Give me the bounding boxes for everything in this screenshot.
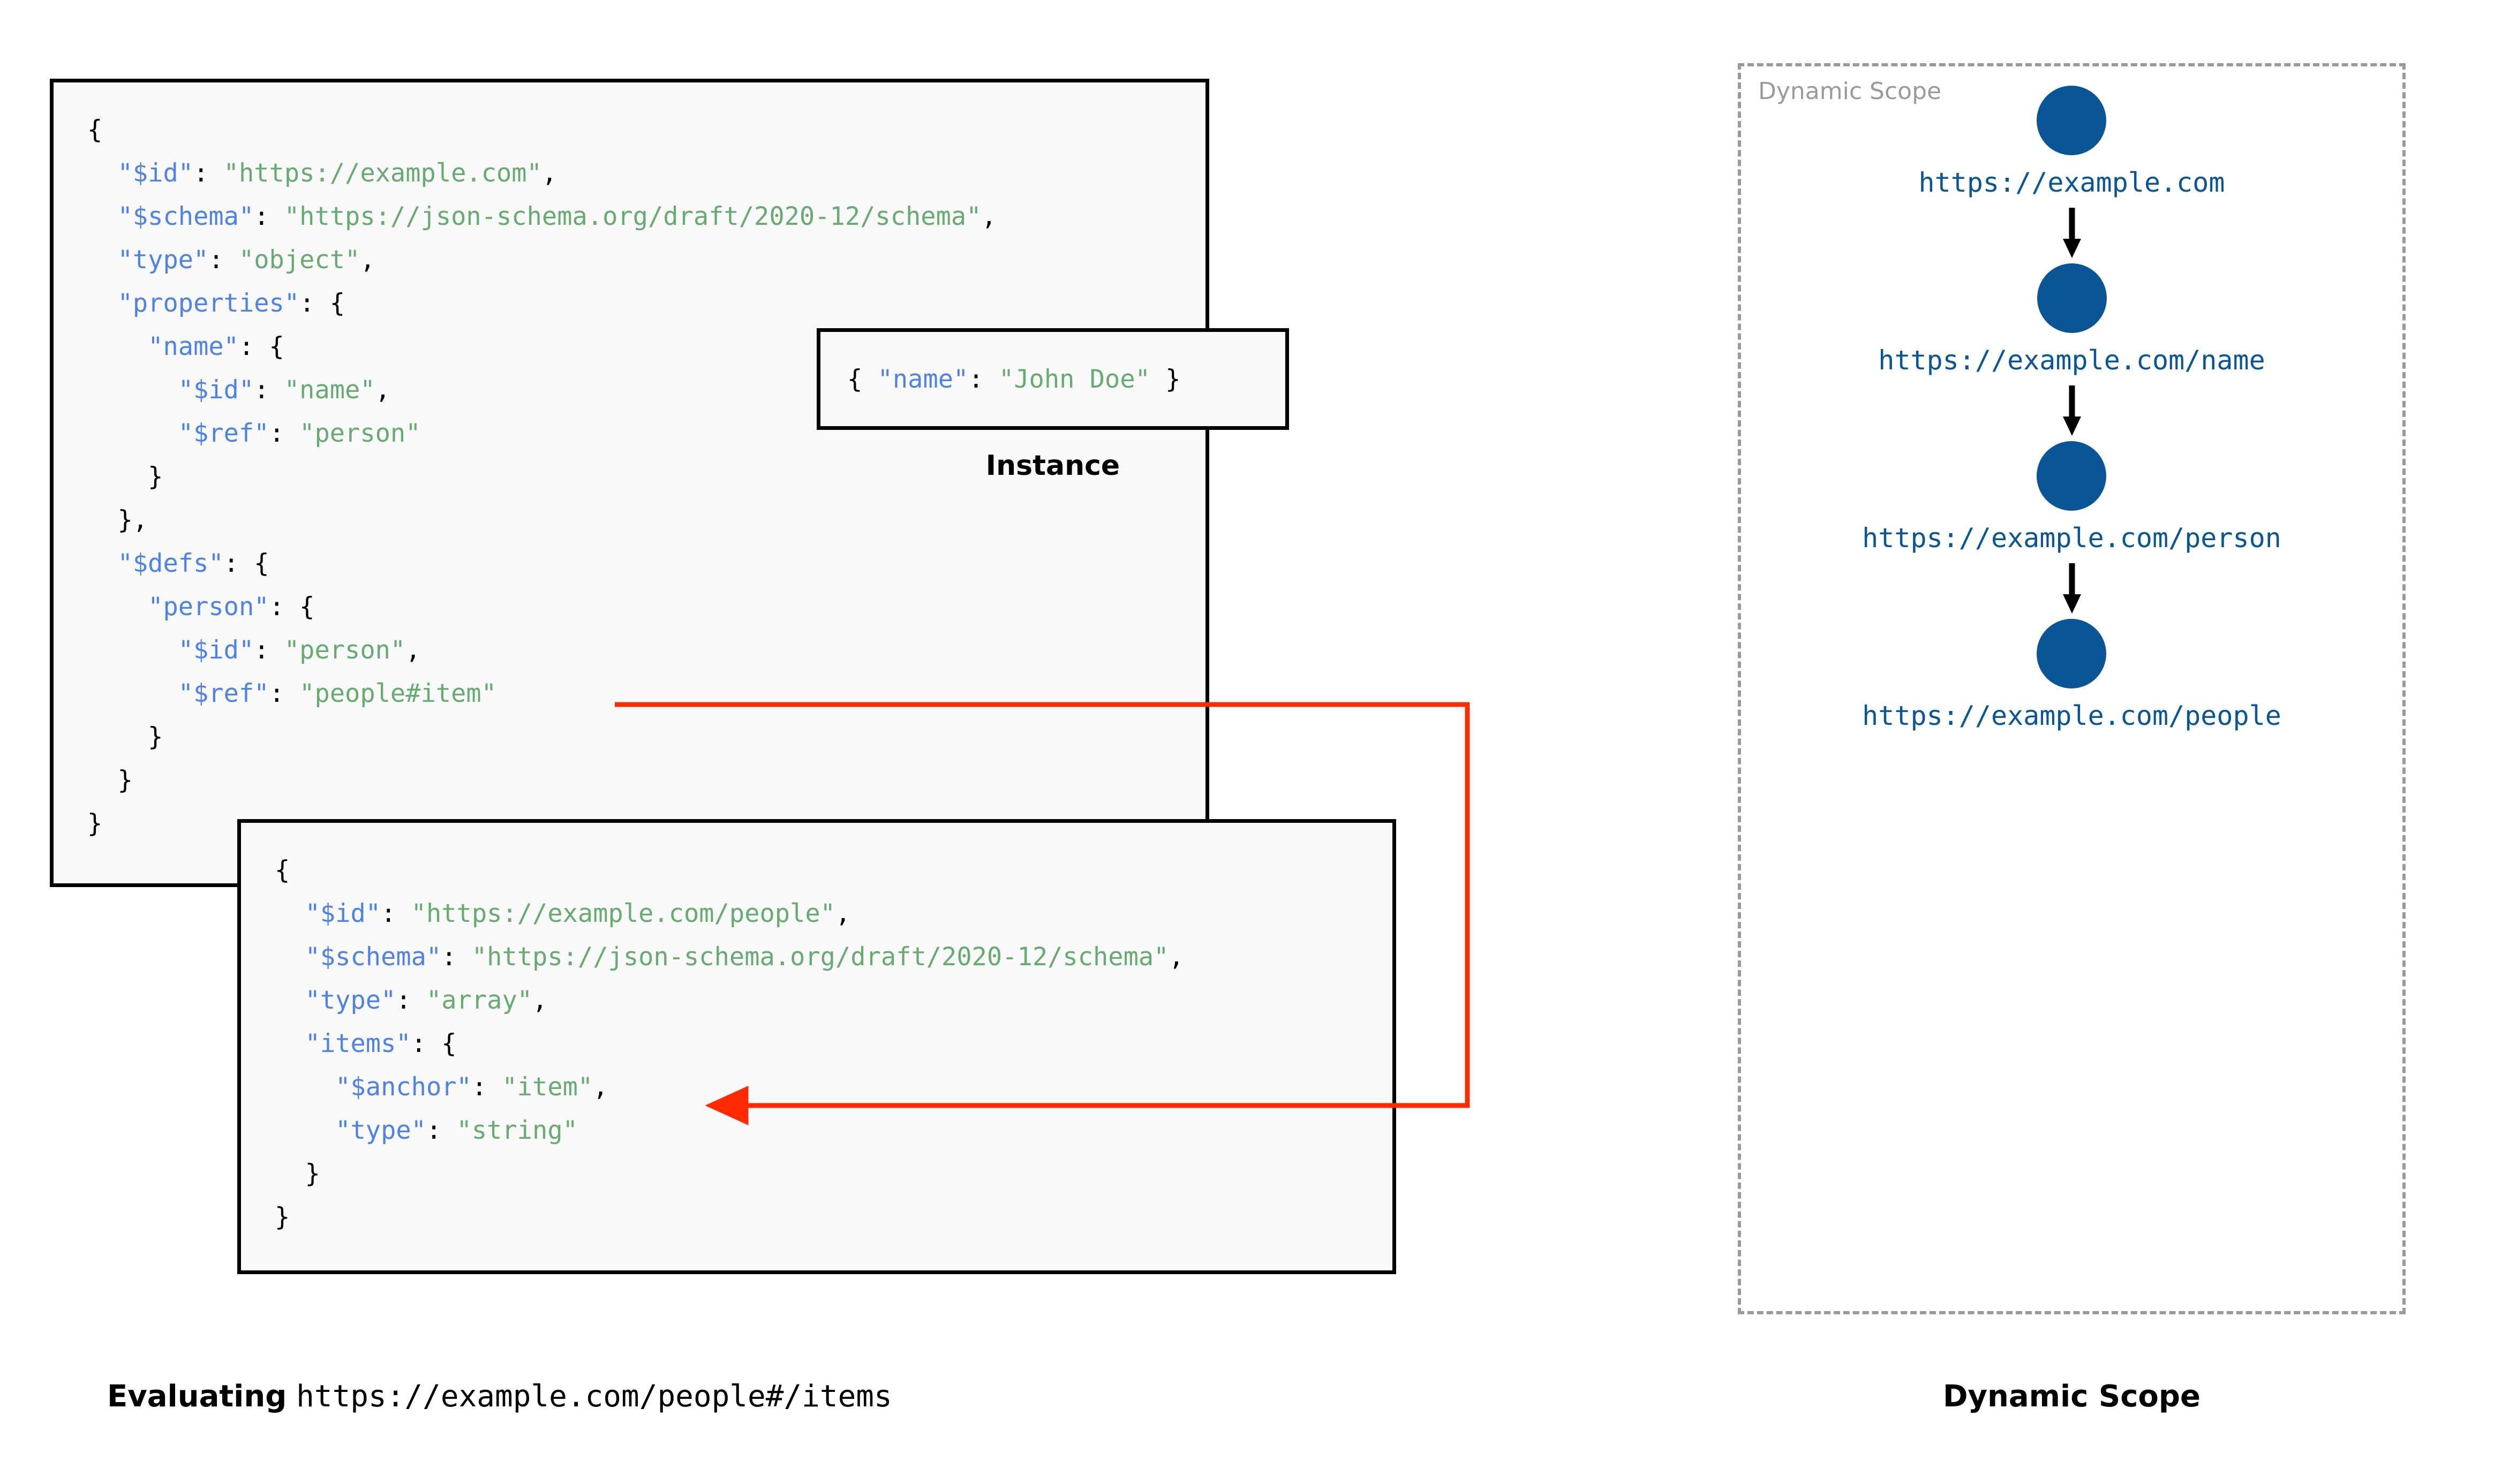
scope-node: https://example.com/people bbox=[1862, 619, 2281, 731]
scope-node: https://example.com/name bbox=[1878, 263, 2265, 376]
dynamic-scope-caption: Dynamic Scope bbox=[1943, 1379, 2201, 1414]
dynamic-scope-panel-label: Dynamic Scope bbox=[1758, 78, 1942, 105]
root-schema-code: { "$id": "https://example.com", "$schema… bbox=[87, 115, 997, 838]
evaluating-caption-bold: Evaluating bbox=[107, 1379, 287, 1414]
dynamic-scope-panel bbox=[1738, 63, 2406, 1314]
scope-node: https://example.com/person bbox=[1862, 441, 2281, 554]
scope-node-label: https://example.com/name bbox=[1878, 345, 2265, 376]
scope-node-dot-icon bbox=[2037, 86, 2107, 155]
scope-node-dot-icon bbox=[2037, 619, 2107, 688]
people-schema-code: { "$id": "https://example.com/people", "… bbox=[275, 855, 1184, 1232]
evaluating-caption: Evaluating https://example.com/people#/i… bbox=[107, 1379, 892, 1414]
scope-node: https://example.com bbox=[1919, 86, 2225, 198]
scope-node-dot-icon bbox=[2037, 441, 2107, 511]
scope-down-arrow-icon bbox=[2062, 208, 2081, 258]
instance-caption: Instance bbox=[985, 450, 1120, 482]
scope-node-label: https://example.com bbox=[1918, 167, 2225, 198]
instance-code: { "name": "John Doe" } bbox=[847, 365, 1181, 394]
evaluating-caption-uri: https://example.com/people#/items bbox=[296, 1379, 892, 1414]
root-schema-box: { "$id": "https://example.com", "$schema… bbox=[50, 79, 1209, 887]
scope-node-label: https://example.com/people bbox=[1862, 700, 2281, 731]
scope-down-arrow-icon bbox=[2062, 563, 2081, 614]
instance-box: { "name": "John Doe" } bbox=[817, 328, 1289, 430]
scope-node-dot-icon bbox=[2037, 263, 2107, 333]
dynamic-scope-chain: https://example.com https://example.com/n… bbox=[1738, 86, 2406, 731]
scope-node-label: https://example.com/person bbox=[1862, 523, 2281, 554]
people-schema-box: { "$id": "https://example.com/people", "… bbox=[237, 819, 1396, 1274]
scope-down-arrow-icon bbox=[2062, 385, 2081, 436]
